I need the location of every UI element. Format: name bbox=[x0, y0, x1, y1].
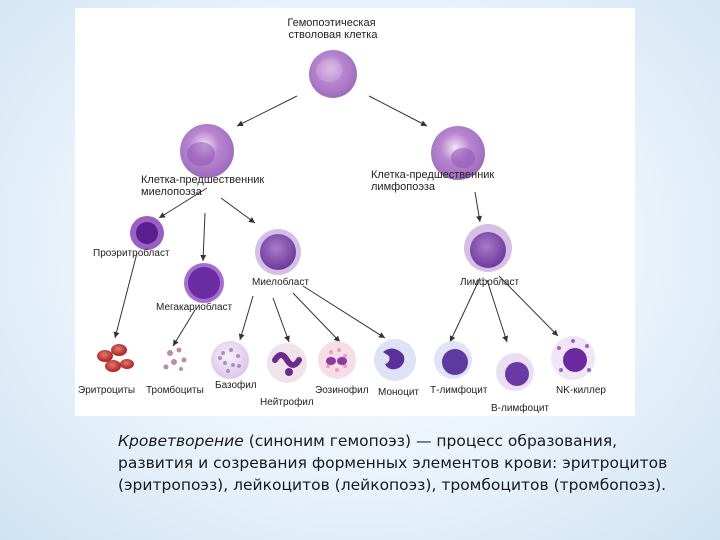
erythrocytes-cells bbox=[97, 344, 134, 372]
myeloid-progenitor-label: Клетка-предшественник миелопоэза bbox=[141, 174, 267, 198]
lymphoblast-label: Лимфобласт bbox=[460, 276, 519, 288]
myeloblast-cell bbox=[255, 229, 301, 275]
platelets-label: Тромбоциты bbox=[146, 384, 204, 396]
b-lymphocyte-cell bbox=[496, 353, 534, 391]
basophil-cell bbox=[211, 341, 249, 379]
diagram-svg: Гемопоэтическая стволовая клетка Клетка-… bbox=[78, 17, 606, 414]
proerythroblast-label: Проэритробласт bbox=[93, 247, 170, 259]
t-lymphocyte-cell bbox=[434, 341, 472, 379]
lymphoid-progenitor-cell bbox=[431, 126, 485, 180]
nk-killer-label: NK-киллер bbox=[556, 385, 606, 396]
stem-cell-label: Гемопоэтическая стволовая клетка bbox=[287, 17, 378, 41]
myeloid-progenitor-label-line-1: Клетка-предшественник bbox=[141, 174, 264, 186]
neutrophil-cell bbox=[267, 343, 307, 383]
t-lymphocyte-label: Т-лимфоцит bbox=[430, 384, 488, 396]
myeloid-progenitor-cell bbox=[180, 124, 234, 178]
eosinophil-cell bbox=[318, 341, 356, 379]
eosinophil-label: Эозинофил bbox=[315, 384, 369, 396]
proerythroblast-cell bbox=[130, 216, 164, 250]
megakaryoblast-label: Мегакариобласт bbox=[156, 301, 233, 313]
lymphoid-progenitor-label-line-2: лимфопоэза bbox=[371, 181, 436, 193]
basophil-label: Базофил bbox=[215, 379, 257, 391]
caption: Кроветворение (синоним гемопоэз) — проце… bbox=[118, 430, 678, 496]
nk-killer-cell bbox=[551, 336, 595, 380]
megakaryoblast-cell bbox=[184, 263, 224, 303]
monocyte-label: Моноцит bbox=[378, 387, 419, 398]
neutrophil-label: Нейтрофил bbox=[260, 396, 314, 408]
monocyte-cell bbox=[374, 339, 416, 381]
myeloid-progenitor-label-line-2: миелопоэза bbox=[141, 186, 203, 198]
lymphoid-progenitor-label: Клетка-предшественник лимфопоэза bbox=[371, 169, 497, 193]
caption-text: (синоним гемопоэз) — процесс образования… bbox=[118, 432, 668, 494]
myeloblast-label: Миелобласт bbox=[252, 276, 309, 288]
erythrocytes-label: Эритроциты bbox=[78, 385, 135, 396]
stem-cell-label-line-2: стволовая клетка bbox=[289, 29, 379, 41]
b-lymphocyte-label: В-лимфоцит bbox=[491, 402, 549, 414]
lymphoid-progenitor-label-line-1: Клетка-предшественник bbox=[371, 169, 494, 181]
platelets-cells bbox=[163, 347, 187, 371]
stem-cell bbox=[309, 50, 357, 98]
caption-term: Кроветворение bbox=[118, 432, 244, 450]
hematopoiesis-diagram: Гемопоэтическая стволовая клетка Клетка-… bbox=[75, 8, 635, 416]
stem-cell-label-line-1: Гемопоэтическая bbox=[287, 17, 375, 29]
arrows bbox=[113, 95, 559, 347]
lymphoblast-cell bbox=[464, 224, 512, 272]
